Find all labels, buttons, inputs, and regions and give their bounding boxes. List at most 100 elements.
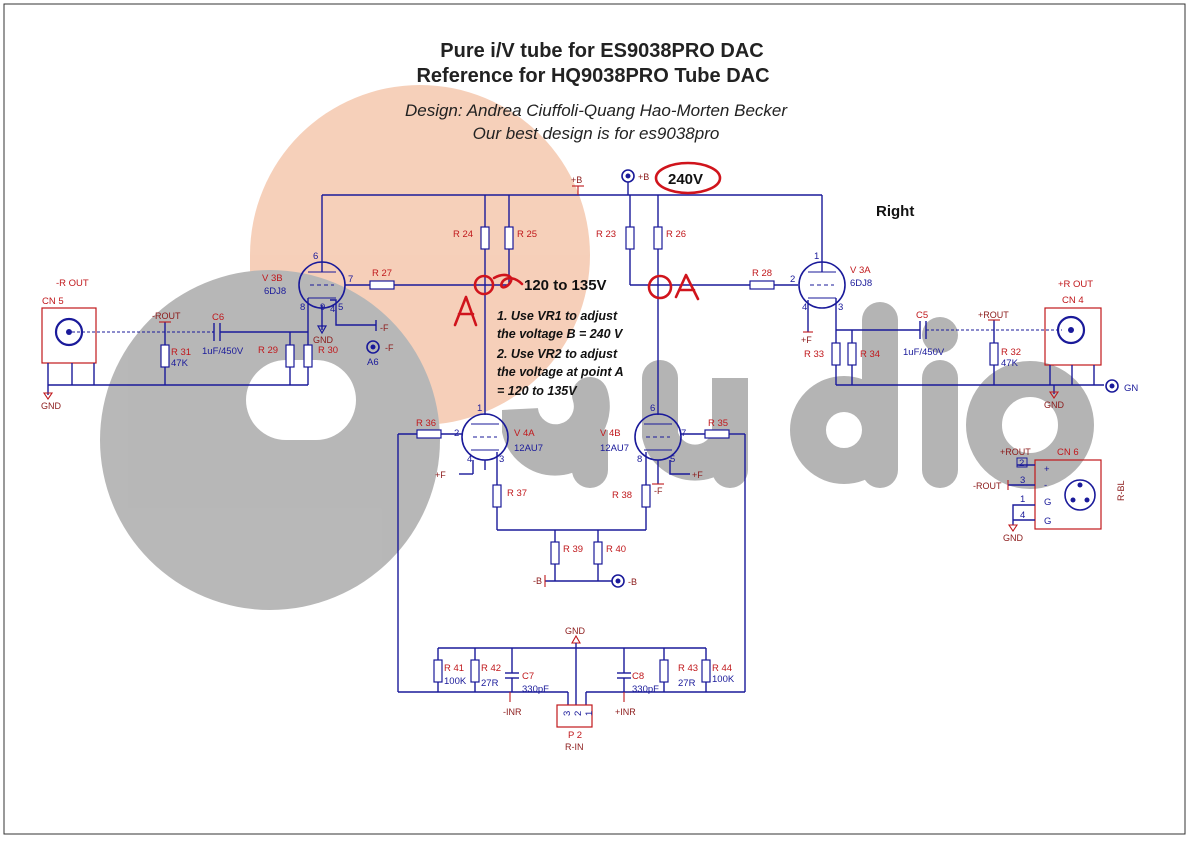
cn5-rout-label: -R OUT — [56, 278, 89, 289]
gnd-cn5-label: GND — [41, 401, 62, 411]
resistor-r36 — [416, 429, 442, 439]
a6-label: A6 — [367, 357, 379, 368]
voltage-b-label: 240V — [668, 171, 703, 188]
r38-label: R 38 — [612, 490, 632, 501]
resistor-r41 — [433, 659, 443, 683]
v4a-pin1: 1 — [477, 403, 482, 414]
v4b-label: V 4B — [600, 428, 621, 439]
cn4-jack — [1056, 315, 1086, 345]
watermark-letters — [502, 302, 1094, 489]
title-line1: Pure i/V tube for ES9038PRO DAC — [440, 40, 763, 62]
minus-b-terminal-label: -B — [628, 577, 637, 587]
side-label: Right — [876, 203, 914, 220]
gn-label: GN — [1124, 383, 1138, 394]
r41-value: 100K — [444, 676, 467, 687]
v3b-pin8: 8 — [300, 302, 305, 313]
watermark-logo — [100, 85, 1094, 610]
r33-label: R 33 — [804, 349, 824, 360]
gnd-v3b-label: GND — [313, 335, 334, 345]
note-2b: the voltage at point A — [497, 365, 624, 379]
resistor-r26 — [653, 226, 663, 250]
v3a-pin2: 2 — [790, 274, 795, 285]
resistor-r38 — [641, 484, 651, 508]
plus-f-label-v4a: +F — [435, 470, 446, 480]
cn5-label: CN 5 — [42, 296, 64, 307]
inr-neg-label: -INR — [503, 707, 522, 717]
plus-b-terminal-label: +B — [638, 172, 649, 182]
minus-b-terminal — [611, 574, 625, 588]
c5-value: 1uF/450V — [903, 347, 945, 358]
v3b-label: V 3B — [262, 273, 283, 284]
resistor-r30 — [303, 344, 313, 368]
resistor-r44 — [701, 659, 711, 683]
rbl-label: R-BL — [1116, 480, 1126, 501]
v3a-pin4: 4 — [802, 302, 807, 313]
r36-label: R 36 — [416, 418, 436, 429]
title-line4: Our best design is for es9038pro — [473, 124, 720, 143]
rout-neg-label-left: -ROUT — [152, 311, 181, 321]
cn6-pin3: 3 — [1020, 475, 1025, 486]
p2-box — [556, 704, 593, 728]
r25-label: R 25 — [517, 229, 537, 240]
c7-label: C7 — [522, 671, 534, 682]
watermark-grey-circle — [100, 270, 440, 610]
r29-label: R 29 — [258, 345, 278, 356]
resistor-r43 — [659, 659, 669, 683]
resistor-r39 — [550, 541, 560, 565]
r40-label: R 40 — [606, 544, 626, 555]
inr-pos-label: +INR — [615, 707, 636, 717]
r32-label: R 32 — [1001, 347, 1021, 358]
plus-b-net-label: +B — [571, 175, 582, 185]
rout-neg-label-cn6: -ROUT — [973, 481, 1002, 491]
resistor-r23 — [625, 226, 635, 250]
gnd-input-label: GND — [565, 626, 586, 636]
rin-label: R-IN — [565, 742, 584, 752]
v3a-pin3: 3 — [838, 302, 843, 313]
c8-value: 330pF — [632, 684, 659, 695]
resistor-r40 — [593, 541, 603, 565]
gnd-cn4-label: GND — [1044, 400, 1065, 410]
v3a-label: V 3A — [850, 265, 871, 276]
note-2a: 2. Use VR2 to adjust — [496, 347, 618, 361]
cn6-sig-g1: G — [1044, 497, 1051, 508]
tube-v4a: 1 2 3 4 V 4A 12AU7 — [454, 403, 543, 465]
cn6-pin4: 4 — [1020, 510, 1025, 521]
tube-v3a: 1 2 3 4 V 3A 6DJ8 — [790, 251, 872, 385]
plus-f-label-v3a: +F — [801, 335, 812, 345]
v4b-pin5: 5 — [670, 454, 675, 465]
r24-label: R 24 — [453, 229, 473, 240]
r31-label: R 31 — [171, 347, 191, 358]
r26-label: R 26 — [666, 229, 686, 240]
resistor-r34 — [847, 342, 857, 366]
r41-label: R 41 — [444, 663, 464, 674]
cn6-sig-minus: - — [1044, 480, 1047, 491]
a6-net-label: -F — [385, 343, 394, 353]
r23-label: R 23 — [596, 229, 616, 240]
gnd-cn6-label: GND — [1003, 533, 1024, 543]
watermark-dot — [922, 317, 958, 353]
c8-label: C8 — [632, 671, 644, 682]
cn6-label: CN 6 — [1057, 447, 1079, 458]
cn4-label: CN 4 — [1062, 295, 1084, 306]
title-line3: Design: Andrea Ciuffoli-Quang Hao-Morten… — [405, 101, 788, 120]
r27-label: R 27 — [372, 268, 392, 279]
v4a-pin3: 3 — [499, 454, 504, 465]
p2-pin3: 3 — [562, 711, 573, 716]
v4a-label: V 4A — [514, 428, 535, 439]
cn5-box — [41, 307, 97, 364]
rout-pos-label-cn6: +ROUT — [1000, 447, 1031, 457]
cn4-rout-label: +R OUT — [1058, 279, 1093, 290]
title-line2: Reference for HQ9038PRO Tube DAC — [416, 65, 769, 87]
cn6-pin2: 2 — [1019, 458, 1024, 469]
r42-value: 27R — [481, 678, 499, 689]
a6-terminal — [366, 340, 380, 354]
cn4-box — [1044, 307, 1102, 366]
v3b-pin5: 5 — [338, 302, 343, 313]
resistor-r24 — [480, 226, 490, 250]
r35-label: R 35 — [708, 418, 728, 429]
v4a-type: 12AU7 — [514, 443, 543, 454]
r43-label: R 43 — [678, 663, 698, 674]
r42-label: R 42 — [481, 663, 501, 674]
c6-label: C6 — [212, 312, 224, 323]
